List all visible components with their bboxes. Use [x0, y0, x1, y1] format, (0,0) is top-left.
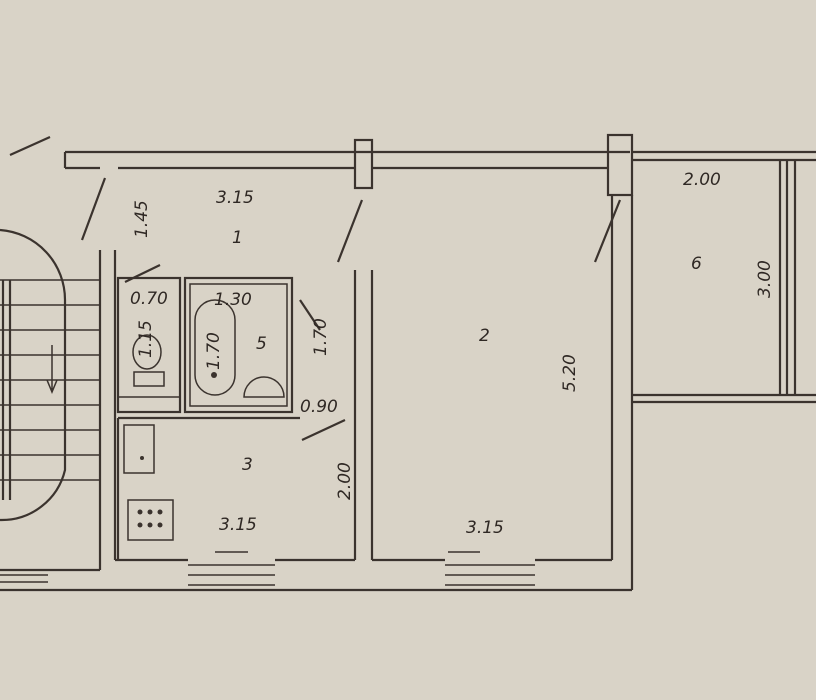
room1-width: 3.15: [216, 188, 254, 208]
doors: [9, 135, 622, 441]
room5-number: 5: [256, 334, 267, 354]
room3-depth: 2.00: [335, 462, 355, 500]
room3-number: 3: [242, 455, 253, 475]
room5-width: 1.30: [214, 290, 252, 310]
staircase: [0, 228, 100, 522]
room3-width: 3.15: [219, 515, 257, 535]
room1-number: 1: [232, 228, 243, 248]
room1-depth: 1.45: [132, 200, 152, 238]
wc-width: 0.70: [130, 289, 168, 309]
room6-depth: 3.00: [755, 260, 775, 298]
walls: [0, 133, 816, 592]
room6-width: 2.00: [683, 170, 721, 190]
room2-width: 3.15: [466, 518, 504, 538]
room5-depth: 1.70: [311, 318, 331, 356]
wc-depth: 1.15: [136, 320, 156, 358]
bathtub-length: 1.70: [204, 332, 224, 370]
bath-door-width: 0.90: [300, 397, 338, 417]
fixtures: [132, 299, 480, 553]
dimension-labels: 3.15 1 1.45 2 5.20 3.15 3 3.15 2.00 5 1.…: [130, 170, 775, 538]
room6-number: 6: [691, 254, 702, 274]
windows: [0, 564, 535, 586]
room2-number: 2: [479, 326, 490, 346]
room2-depth: 5.20: [560, 354, 580, 392]
